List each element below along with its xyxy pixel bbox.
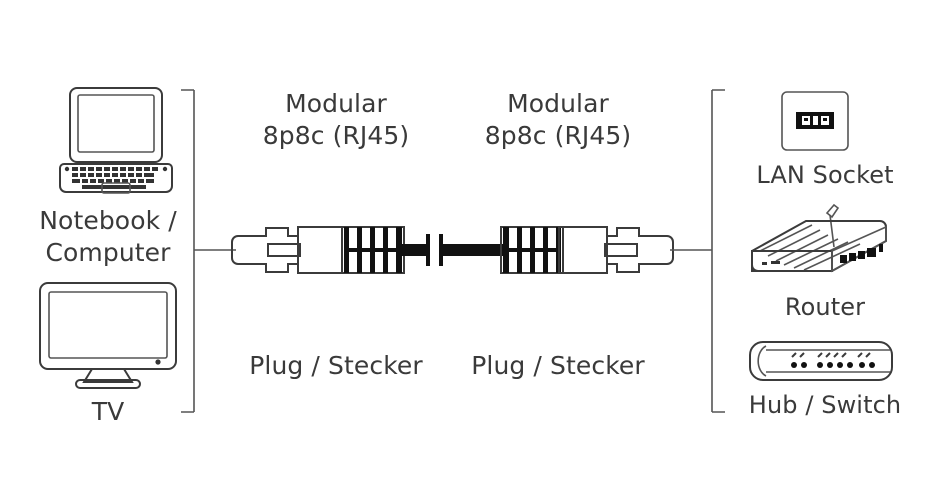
laptop-label: Notebook / Computer xyxy=(8,205,208,269)
right-plug-tip xyxy=(604,227,674,273)
left-plug-tip xyxy=(231,227,301,273)
television-icon xyxy=(38,281,178,389)
lan-wall-socket-icon xyxy=(780,90,850,152)
hub-switch-label: Hub / Switch xyxy=(748,391,902,419)
right-plug-boot xyxy=(500,226,564,274)
ethernet-cable-assembly xyxy=(230,222,675,278)
tv-label: TV xyxy=(91,397,125,426)
hub-switch-icon xyxy=(748,339,894,385)
left-group-bracket xyxy=(180,88,238,414)
left-connector-type-line2: 8p8c (RJ45) xyxy=(262,121,410,150)
right-connector-type-label: Modular 8p8c (RJ45) xyxy=(462,88,654,152)
lan-socket-label: LAN Socket xyxy=(756,161,894,189)
router-label: Router xyxy=(784,293,866,321)
left-connector-type-line1: Modular xyxy=(285,89,387,118)
laptop-label-line1: Notebook / xyxy=(39,206,177,235)
laptop-icon xyxy=(58,84,174,196)
router-icon xyxy=(748,203,898,287)
laptop-label-line2: Computer xyxy=(45,238,171,267)
left-connector-type-label: Modular 8p8c (RJ45) xyxy=(240,88,432,152)
right-connector-type-line1: Modular xyxy=(507,89,609,118)
cable-break-symbol xyxy=(426,234,443,266)
left-plug-boot xyxy=(341,226,405,274)
right-connector-type-line2: 8p8c (RJ45) xyxy=(484,121,632,150)
right-group-bracket xyxy=(668,88,726,414)
left-plug-label: Plug / Stecker xyxy=(249,351,423,380)
right-plug-label: Plug / Stecker xyxy=(471,351,645,380)
